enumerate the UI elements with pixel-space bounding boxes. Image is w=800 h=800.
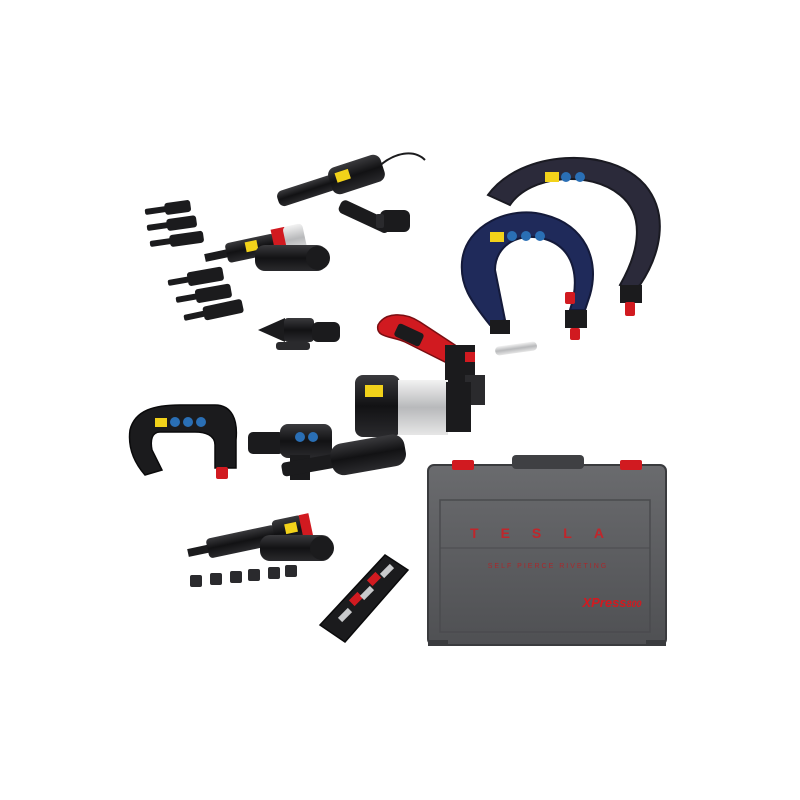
carry-case: TESLA SELF PIERCE RIVETING XPress800: [427, 455, 667, 646]
rivet-die-set-upper: [144, 200, 204, 247]
die-insert-row: [190, 565, 297, 587]
case-model-prefix: XPress: [581, 595, 626, 610]
rivet-die-set-lower: [167, 266, 244, 321]
accessory-tray: [318, 554, 410, 643]
riveting-gun-red-handle: [355, 314, 485, 437]
nose-adapter-tool: [258, 318, 340, 350]
c-frame-small: [128, 404, 238, 479]
case-model-text: XPress800: [581, 595, 641, 610]
case-handle[interactable]: [512, 455, 584, 469]
case-latch-left[interactable]: [452, 460, 474, 470]
chrome-pin: [495, 341, 537, 356]
hydraulic-cylinder-tool: [248, 424, 406, 480]
case-brand-text: TESLA: [470, 525, 626, 541]
c-frame-medium: [460, 211, 594, 340]
corded-rivet-tool: [277, 152, 426, 233]
case-tagline-text: SELF PIERCE RIVETING: [488, 563, 609, 570]
hydraulic-riveter-red-band: [204, 223, 330, 271]
case-model-number: 800: [627, 599, 642, 609]
hydraulic-riveter-long: [187, 513, 334, 561]
case-latch-right[interactable]: [620, 460, 642, 470]
c-frame-large: [486, 156, 661, 316]
